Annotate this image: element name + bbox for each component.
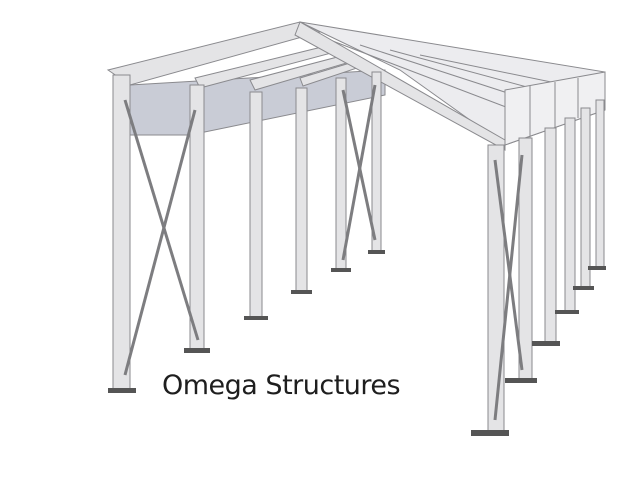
post — [487, 144, 505, 433]
post — [595, 99, 605, 269]
post — [580, 107, 591, 289]
post — [112, 74, 131, 391]
base-plates — [108, 250, 606, 436]
post — [249, 91, 263, 319]
brand-caption: Omega Structures — [162, 370, 401, 401]
cross-braces — [123, 84, 524, 421]
post — [295, 87, 308, 293]
post — [544, 127, 557, 344]
post — [564, 117, 576, 313]
post — [335, 77, 347, 271]
